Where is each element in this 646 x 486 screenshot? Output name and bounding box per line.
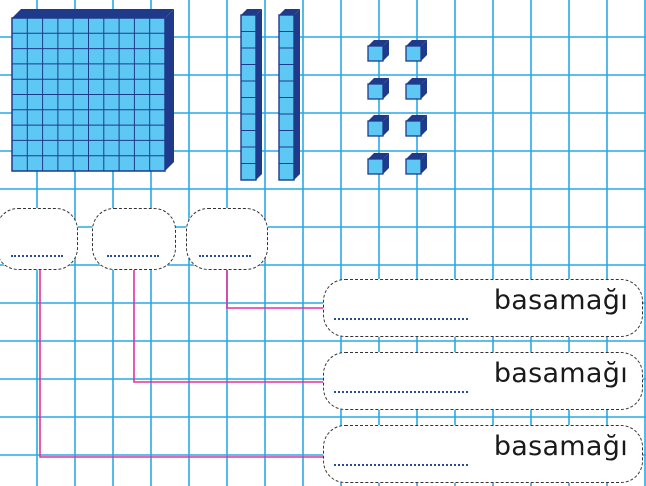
- answer-blank[interactable]: [199, 255, 251, 257]
- answer-blank[interactable]: [107, 255, 159, 257]
- hundreds-flat-block: [12, 9, 174, 171]
- rod-side-face: [256, 9, 262, 180]
- place-value-label-box-1[interactable]: basamağı: [323, 279, 643, 337]
- basamagi-label: basamağı: [494, 285, 628, 316]
- ones-answer-box[interactable]: [186, 208, 268, 270]
- tens-answer-box[interactable]: [92, 208, 176, 270]
- hundreds-answer-box[interactable]: [0, 208, 78, 270]
- cube-front-face: [406, 159, 421, 174]
- place-name-blank[interactable]: [334, 318, 468, 320]
- connector-lines: [40, 268, 323, 457]
- flat-side-face: [165, 9, 174, 171]
- place-name-blank[interactable]: [334, 391, 468, 393]
- place-value-label-box-3[interactable]: basamağı: [323, 425, 643, 483]
- place-value-label-box-2[interactable]: basamağı: [323, 352, 643, 410]
- cube-front-face: [368, 84, 383, 99]
- ones-cubes: [368, 40, 427, 174]
- connector-ones-to-label-1: [227, 268, 323, 308]
- basamagi-label: basamağı: [494, 431, 628, 462]
- cube-front-face: [406, 84, 421, 99]
- cube-front-face: [406, 121, 421, 136]
- connector-hundreds-to-label-3: [40, 268, 323, 457]
- cube-front-face: [406, 46, 421, 61]
- tens-rods: [241, 9, 300, 180]
- place-name-blank[interactable]: [334, 464, 468, 466]
- rod-side-face: [294, 9, 300, 180]
- answer-blank[interactable]: [11, 255, 63, 257]
- basamagi-label: basamağı: [494, 358, 628, 389]
- cube-front-face: [368, 46, 383, 61]
- connector-tens-to-label-2: [134, 268, 323, 382]
- cube-front-face: [368, 159, 383, 174]
- cube-front-face: [368, 121, 383, 136]
- flat-top-face: [12, 9, 174, 18]
